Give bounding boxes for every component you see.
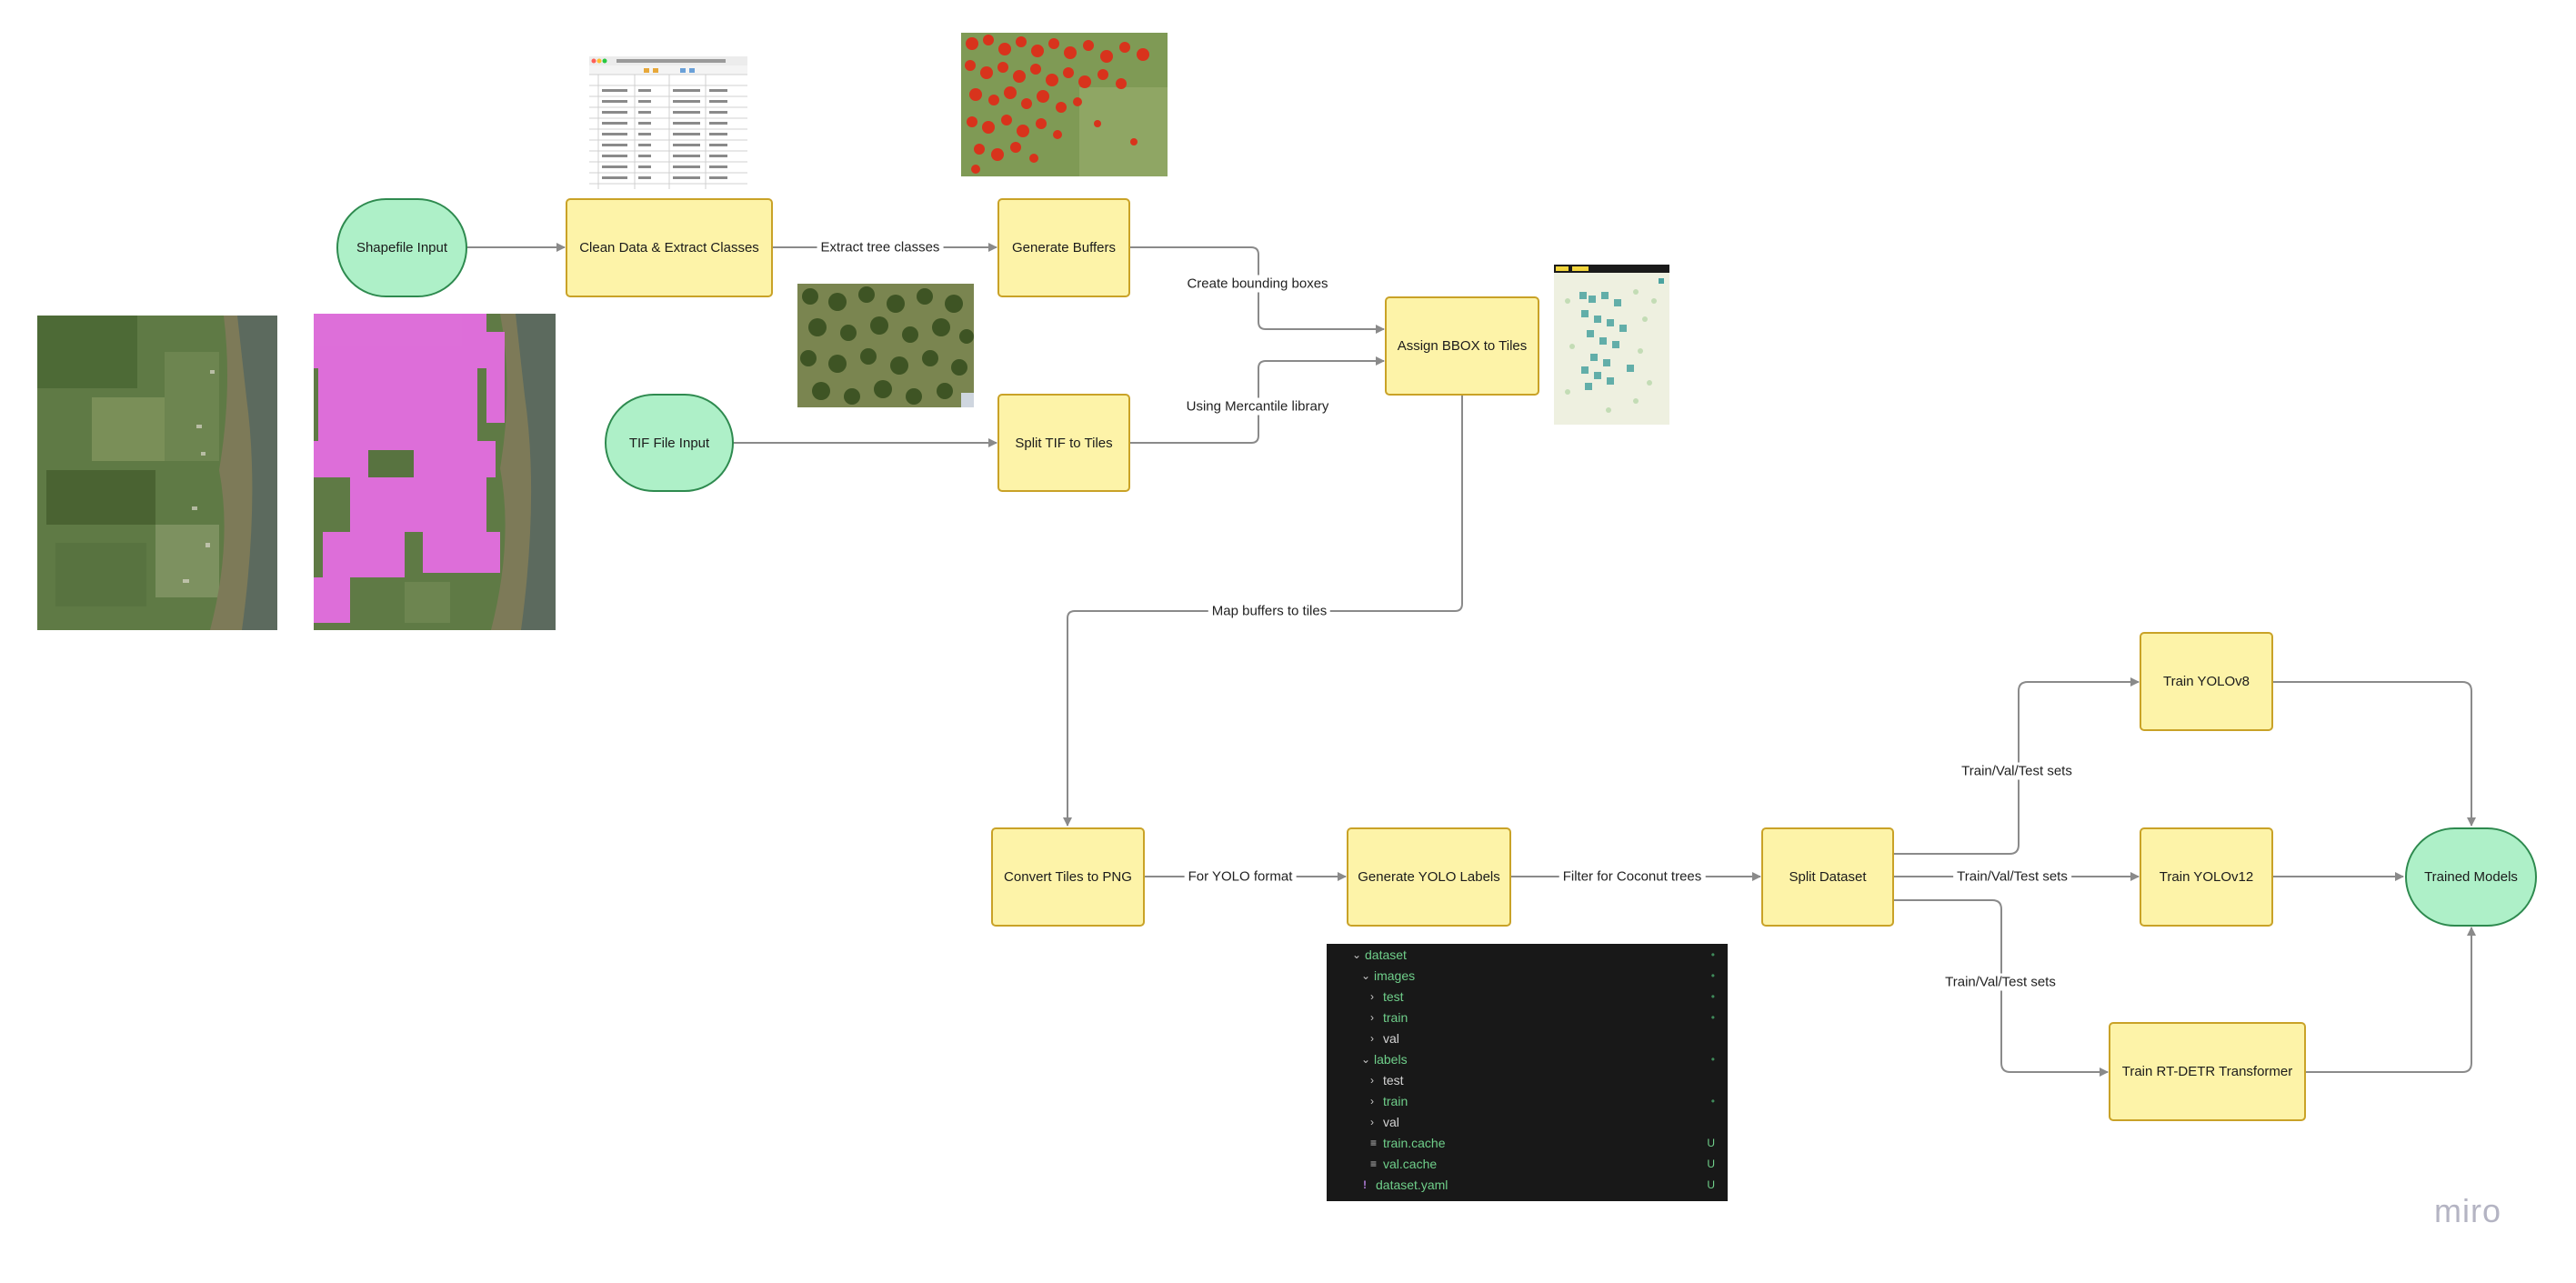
node-train-yolov12[interactable]: Train YOLOv12 [2140,827,2273,927]
node-clean-data[interactable]: Clean Data & Extract Classes [566,198,773,297]
status-badge: • [1710,968,1715,982]
tree-label: labels [1374,1051,1408,1067]
chevron-right-icon: › [1370,1094,1374,1108]
chevron-right-icon: › [1370,1010,1374,1024]
tree-label: test [1383,988,1404,1004]
file-lines-icon: ≡ [1370,1157,1378,1170]
tree-label: dataset [1365,947,1407,962]
status-badge: U [1707,1136,1715,1149]
tile-grid-map-image[interactable] [1554,265,1669,425]
node-generate-buffers[interactable]: Generate Buffers [997,198,1130,297]
status-badge: • [1710,1052,1715,1066]
tree-label: val [1383,1030,1399,1046]
edge-label-filter: Filter for Coconut trees [1559,867,1706,886]
tree-row-images-test[interactable]: › test • [1327,986,1728,1007]
edge-label-bbox: Create bounding boxes [1183,275,1332,293]
tree-row-val-cache[interactable]: ≡ val.cache U [1327,1153,1728,1174]
node-shapefile-input[interactable]: Shapefile Input [336,198,467,297]
dataset-file-explorer: ⌄ dataset • ⌄ images • › test • › train … [1327,944,1728,1201]
status-badge: • [1710,1010,1715,1024]
edge-label-extract: Extract tree classes [817,238,944,256]
buffer-overlay-image[interactable] [961,33,1168,176]
status-badge: • [1710,1094,1715,1108]
tree-label: images [1374,967,1416,983]
chevron-down-icon: ⌄ [1352,947,1362,961]
tree-label: train [1383,1009,1408,1025]
tree-label: train [1383,1093,1408,1108]
tree-row-labels-val[interactable]: › val [1327,1111,1728,1132]
node-yolo-labels[interactable]: Generate YOLO Labels [1347,827,1511,927]
edge-label-sets-2: Train/Val/Test sets [1953,867,2071,886]
tree-row-dataset[interactable]: ⌄ dataset • [1327,944,1728,965]
edge-label-mercantile: Using Mercantile library [1182,397,1333,416]
tree-label: dataset.yaml [1376,1177,1448,1192]
chevron-down-icon: ⌄ [1361,1052,1371,1066]
tree-row-train-cache[interactable]: ≡ train.cache U [1327,1132,1728,1153]
chevron-right-icon: › [1370,1031,1374,1045]
tree-row-labels[interactable]: ⌄ labels • [1327,1048,1728,1069]
edge-yolov8-trained [2272,681,2476,827]
chevron-right-icon: › [1370,1073,1374,1087]
node-convert-png[interactable]: Convert Tiles to PNG [991,827,1145,927]
node-trained-models[interactable]: Trained Models [2405,827,2537,927]
attribute-table-screenshot[interactable] [589,56,747,189]
node-train-yolov8[interactable]: Train YOLOv8 [2140,632,2273,731]
chevron-down-icon: ⌄ [1361,968,1371,982]
tree-label: val.cache [1383,1156,1438,1171]
edge-label-sets-1: Train/Val/Test sets [1958,762,2076,780]
tree-label: train.cache [1383,1135,1446,1150]
node-assign-bbox[interactable]: Assign BBOX to Tiles [1385,296,1539,396]
node-tif-input[interactable]: TIF File Input [605,394,734,492]
tree-row-dataset-yaml[interactable]: ! dataset.yaml U [1327,1174,1728,1195]
edge-label-sets-3: Train/Val/Test sets [1941,973,2060,991]
tree-label: test [1383,1072,1404,1088]
chevron-right-icon: › [1370,989,1374,1003]
tree-row-images-val[interactable]: › val [1327,1027,1728,1048]
tree-row-labels-test[interactable]: › test [1327,1069,1728,1090]
edge-label-map: Map buffers to tiles [1208,602,1331,620]
status-badge: U [1707,1178,1715,1191]
tree-row-labels-train[interactable]: › train • [1327,1090,1728,1111]
status-badge: • [1710,947,1715,961]
edge-label-yolo-format: For YOLO format [1184,867,1297,886]
annotated-orthophoto-image[interactable] [314,314,556,630]
chevron-right-icon: › [1370,1115,1374,1128]
tree-row-images[interactable]: ⌄ images • [1327,965,1728,986]
edge-rtdetr-trained [2305,927,2476,1073]
status-badge: • [1710,989,1715,1003]
file-lines-icon: ≡ [1370,1136,1378,1149]
yaml-file-icon: ! [1363,1178,1367,1191]
node-train-rtdetr[interactable]: Train RT-DETR Transformer [2109,1022,2306,1121]
tree-row-images-train[interactable]: › train • [1327,1007,1728,1027]
miro-logo: miro [2434,1192,2501,1229]
palm-tile-image[interactable] [797,284,974,407]
aerial-orthophoto-image[interactable] [37,316,277,630]
node-split-tif[interactable]: Split TIF to Tiles [997,394,1130,492]
tree-label: val [1383,1114,1399,1129]
node-split-dataset[interactable]: Split Dataset [1761,827,1894,927]
status-badge: U [1707,1157,1715,1170]
